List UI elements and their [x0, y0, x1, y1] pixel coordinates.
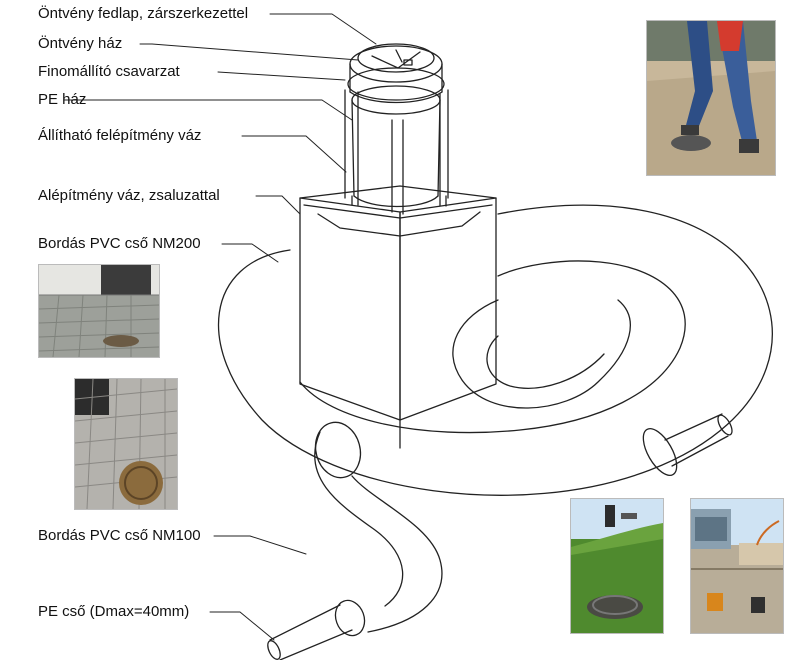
leader-lines: [63, 13, 377, 641]
photo-construction-site: [690, 498, 784, 634]
photo-paving-cover: [38, 264, 160, 358]
label-pe-pipe: PE cső (Dmax=40mm): [38, 603, 190, 620]
pe-housing-cylinder: [351, 85, 441, 208]
base-substructure-box: [299, 185, 497, 449]
label-adjustable-frame: Állítható felépítmény váz: [38, 127, 202, 144]
photo-grass-cover: [570, 498, 664, 634]
cast-housing: [347, 43, 445, 104]
photo-bronze-cover: [74, 378, 178, 510]
label-fine-adjust: Finomállító csavarzat: [38, 63, 180, 80]
nm200-pipe-loop: [218, 204, 773, 496]
label-pe-housing: PE ház: [38, 91, 87, 108]
label-base-frame: Alépítmény váz, zsaluzattal: [38, 187, 220, 204]
label-pipe-nm100: Bordás PVC cső NM100: [38, 527, 201, 544]
label-pipe-nm200: Bordás PVC cső NM200: [38, 235, 201, 252]
label-cast-housing: Öntvény ház: [38, 35, 123, 52]
adjustable-frame-rods: [344, 89, 449, 215]
photo-installation-worker: [646, 20, 776, 176]
label-cover: Öntvény fedlap, zárszerkezettel: [38, 5, 249, 22]
nm100-pipe: [267, 421, 443, 660]
